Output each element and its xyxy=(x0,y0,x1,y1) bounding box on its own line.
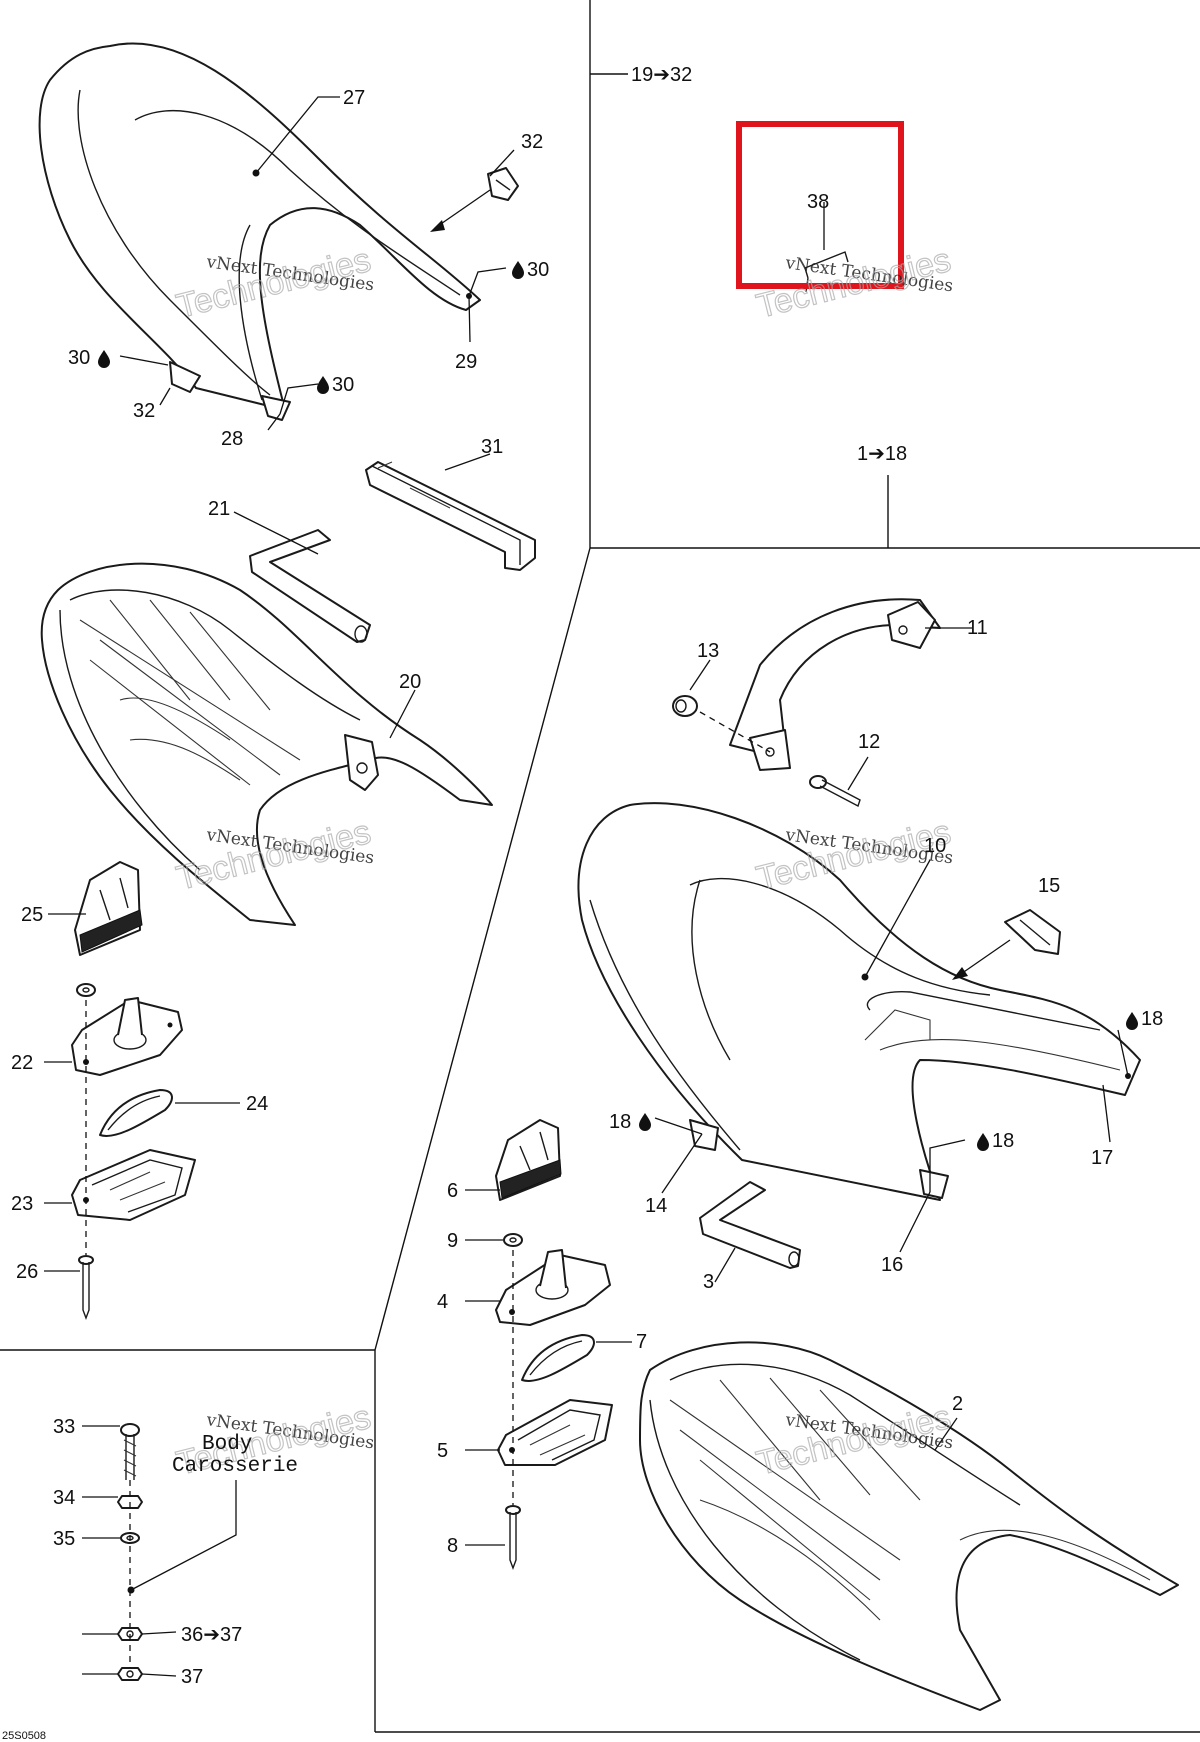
callout-23: 23 xyxy=(11,1193,33,1215)
part-24-gasket xyxy=(99,1089,173,1137)
part-20-seat-base xyxy=(40,562,493,926)
part-6-latch xyxy=(495,1119,562,1201)
callout-29: 29 xyxy=(455,351,477,373)
callout-12: 12 xyxy=(858,731,880,753)
callout-17: 17 xyxy=(1091,1147,1113,1169)
oil-drop-icon xyxy=(317,376,329,394)
body-label: Body xyxy=(202,1433,252,1456)
callout-4: 4 xyxy=(437,1291,448,1313)
callout-32: 32 xyxy=(133,400,155,422)
part-3-hex-key xyxy=(699,1181,801,1269)
callout-21: 21 xyxy=(208,498,230,520)
callout-3: 3 xyxy=(703,1271,714,1293)
callout-27: 27 xyxy=(343,87,365,109)
part-26-rivet xyxy=(78,1255,94,1320)
callout-18: 18 xyxy=(1141,1008,1163,1030)
part-25-latch xyxy=(74,861,143,956)
part-7-gasket xyxy=(521,1334,595,1382)
callout-30: 30 xyxy=(527,259,549,281)
callout-34: 34 xyxy=(53,1487,75,1509)
callout-31: 31 xyxy=(481,436,503,458)
callout-26: 26 xyxy=(16,1261,38,1283)
part-9-washer xyxy=(503,1233,523,1247)
part-11-grab-handle xyxy=(729,598,941,771)
callout-14: 14 xyxy=(645,1195,667,1217)
callout-11: 11 xyxy=(967,617,988,639)
callout-33: 33 xyxy=(53,1416,75,1438)
callout-labels: 27 32 30 29 30 32 30 28 31 21 20 25 22 2… xyxy=(11,64,1163,1688)
callout-30: 30 xyxy=(332,374,354,396)
part-33-screw xyxy=(120,1423,140,1480)
part-22-plate xyxy=(71,983,183,1076)
drawing-reference-code: 25S0508 xyxy=(2,1730,46,1742)
callout-32: 32 xyxy=(521,131,543,153)
callout-18: 18 xyxy=(992,1130,1014,1152)
part-23-base xyxy=(71,1149,196,1221)
callout-37: 37 xyxy=(181,1666,203,1688)
callout-13: 13 xyxy=(697,640,719,662)
callout-35: 35 xyxy=(53,1528,75,1550)
oil-drop-icon xyxy=(512,261,524,279)
part-4-plate xyxy=(495,1249,611,1326)
part-12-bolt xyxy=(809,775,861,808)
callout-2: 2 xyxy=(952,1393,963,1415)
callout-1-to-18: 1➔18 xyxy=(857,443,907,465)
callout-10: 10 xyxy=(924,835,946,857)
part-15-clip xyxy=(952,909,1061,980)
carosserie-label: Carosserie xyxy=(172,1455,298,1478)
callout-5: 5 xyxy=(437,1440,448,1462)
callout-19-to-32: 19➔32 xyxy=(631,64,692,86)
callout-16: 16 xyxy=(881,1254,903,1276)
part-13-grommet xyxy=(672,695,698,717)
oil-drop-icon xyxy=(977,1133,989,1151)
part-37-nut xyxy=(117,1667,143,1681)
watermark-outline: Technologies xyxy=(753,241,955,326)
callout-9: 9 xyxy=(447,1230,458,1252)
oil-drop-icon xyxy=(639,1113,651,1131)
oil-drop-icon xyxy=(98,350,110,368)
part-2-seat-base xyxy=(639,1341,1179,1711)
callout-6: 6 xyxy=(447,1180,458,1202)
callout-18: 18 xyxy=(609,1111,631,1133)
part-31-bracket xyxy=(365,461,536,571)
callout-15: 15 xyxy=(1038,875,1060,897)
callout-25: 25 xyxy=(21,904,43,926)
callout-28: 28 xyxy=(221,428,243,450)
callout-8: 8 xyxy=(447,1535,458,1557)
callout-30: 30 xyxy=(68,347,90,369)
part-8-rivet xyxy=(505,1505,521,1570)
part-27-seat-cover xyxy=(38,42,481,421)
highlight-box-part-38 xyxy=(736,121,904,289)
callout-38: 38 xyxy=(807,191,829,213)
callout-7: 7 xyxy=(636,1331,647,1353)
part-5-base xyxy=(497,1399,613,1466)
callout-22: 22 xyxy=(11,1052,33,1074)
leader-lines xyxy=(44,96,1129,1677)
oil-drop-icon xyxy=(1126,1012,1138,1030)
callout-20: 20 xyxy=(399,671,421,693)
callout-36-to-37: 36➔37 xyxy=(181,1624,242,1646)
part-32-clip xyxy=(430,167,519,232)
callout-24: 24 xyxy=(246,1093,268,1115)
part-21-hex-key xyxy=(249,529,371,643)
